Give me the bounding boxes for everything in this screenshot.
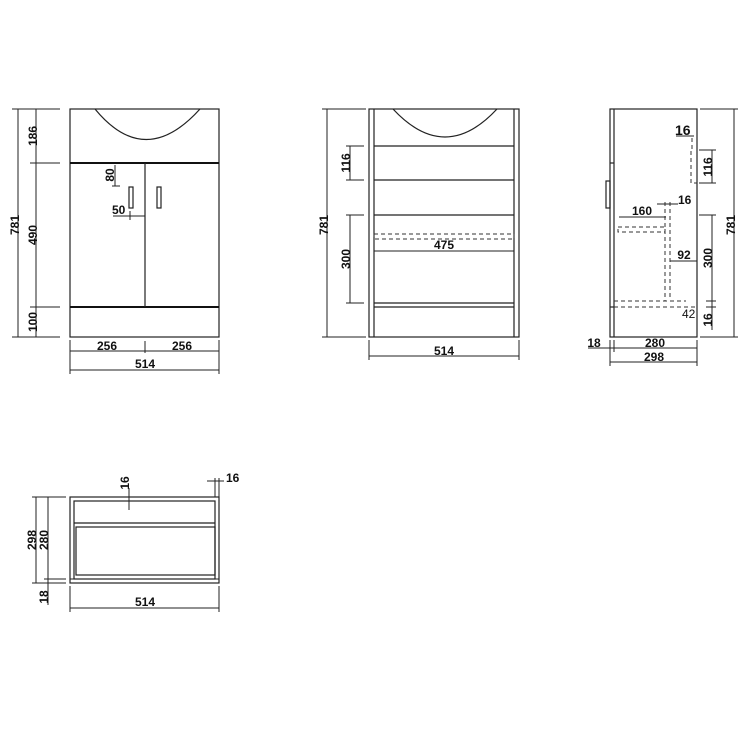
dim-186: 186 [26,126,40,146]
dim-16-rail: 16 [675,122,691,138]
dim-16-shelf: 16 [678,193,692,207]
shelf-hidden [373,233,515,240]
open-view: 475 781 116 300 514 [317,108,520,360]
dim-18: 18 [37,590,51,604]
dim-100: 100 [26,312,40,332]
dim-781: 781 [8,215,22,235]
dim-490: 490 [26,225,40,245]
dim-50: 50 [112,203,126,217]
dim-42: 42 [682,307,696,321]
dim-781: 781 [317,215,331,235]
dim-514: 514 [434,344,454,358]
dim-514: 514 [135,595,155,609]
dim-475: 475 [434,238,454,252]
dim-116: 116 [339,153,353,173]
dim-16-bottom: 16 [701,313,715,327]
dim-280: 280 [645,336,665,350]
dim-160: 160 [632,204,652,218]
dim-280: 280 [37,530,51,550]
basin-arc [94,108,201,141]
dim-256-left: 256 [97,339,117,353]
dim-514: 514 [135,357,155,371]
right-handle [156,186,162,209]
dim-80: 80 [103,168,117,182]
dim-300: 300 [339,249,353,269]
dim-18: 18 [587,336,601,350]
dim-298: 298 [25,530,39,550]
dim-256-right: 256 [172,339,192,353]
front-view: 781 186 490 100 80 50 256 256 514 [8,108,220,374]
left-handle [128,186,134,209]
side-view: 16 116 16 160 92 42 300 16 781 18 280 29… [587,108,738,366]
cabinet-outline [69,108,220,338]
dim-16-rail: 16 [118,476,132,490]
handle [605,180,611,209]
dim-116: 116 [701,157,715,177]
dim-781: 781 [724,215,738,235]
dim-16-side: 16 [226,471,240,485]
dim-92: 92 [677,248,691,262]
dim-300: 300 [701,248,715,268]
top-view: 16 16 298 280 18 514 [25,471,240,612]
dim-298: 298 [644,350,664,364]
